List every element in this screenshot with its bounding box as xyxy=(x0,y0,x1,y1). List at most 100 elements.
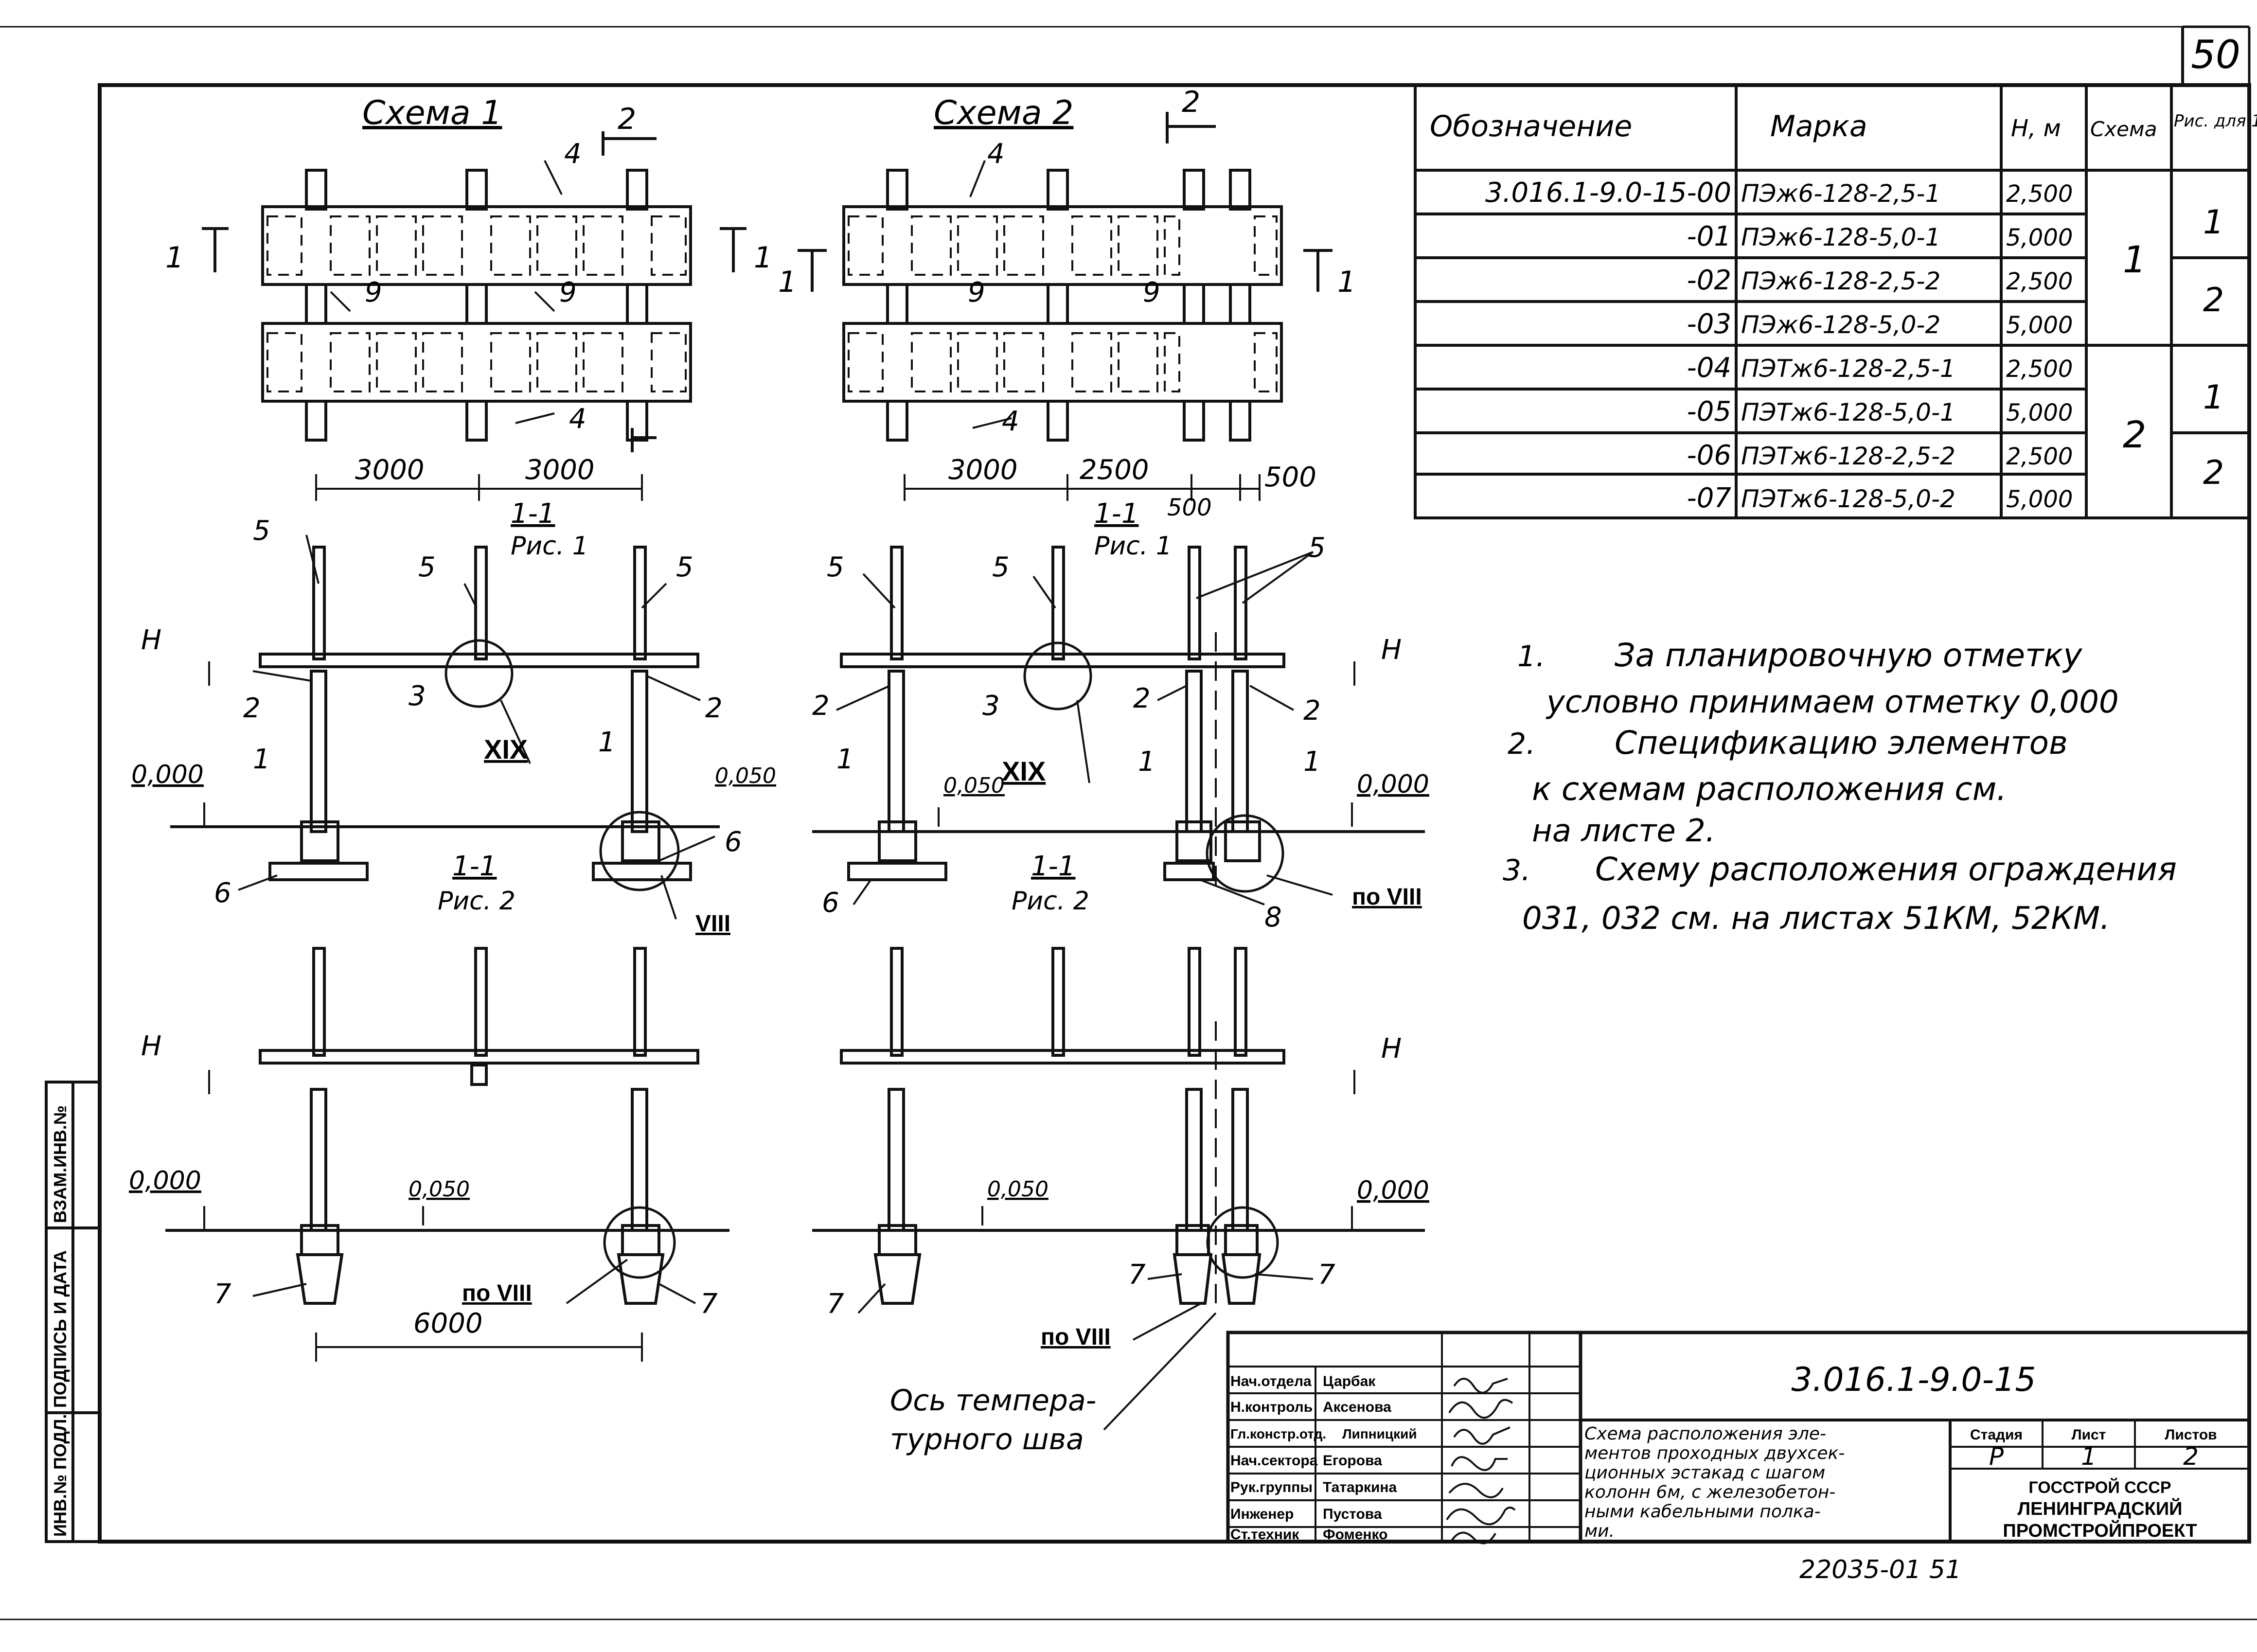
scheme-1-mark-1-left: 1 xyxy=(165,241,184,275)
sheet-value: 1 xyxy=(2081,1442,2097,1471)
note-1-num: 1. xyxy=(1517,639,1545,674)
role-3: Нач.сектора xyxy=(1230,1453,1318,1469)
role-6: Ст.техник xyxy=(1230,1527,1299,1543)
sec1-level-050: 0,050 xyxy=(715,764,776,788)
scheme-2-mark-1-right: 1 xyxy=(1337,265,1356,299)
signature-6 xyxy=(1451,1531,1496,1545)
sec1-title: 1-1 xyxy=(511,498,555,530)
note-2-num: 2. xyxy=(1508,727,1535,761)
sec2-label-2b: 2 xyxy=(1133,683,1151,714)
scheme-2-dim-3000: 3000 xyxy=(948,454,1018,486)
signature-2 xyxy=(1453,1426,1511,1445)
name-1: Аксенова xyxy=(1323,1399,1391,1415)
sec2-level-zero: 0,000 xyxy=(1357,770,1429,799)
spec-row-6-mark: ПЭТж6-128-2,5-2 xyxy=(1741,442,1955,470)
spec-row-0-mark: ПЭж6-128-2,5-1 xyxy=(1741,179,1940,208)
signature-5 xyxy=(1446,1507,1516,1526)
sec1-label-1b: 1 xyxy=(598,727,616,758)
title-doc-code: 3.016.1-9.0-15 xyxy=(1791,1361,2036,1399)
sec4-level-zero: 0,000 xyxy=(1357,1176,1429,1205)
note-3-line1: Схему расположения ограждения xyxy=(1595,851,2177,888)
side-stamp xyxy=(45,1081,101,1543)
spec-figure-group-1: 1 xyxy=(2203,203,2224,242)
name-5: Пустова xyxy=(1323,1506,1382,1522)
sec2-label-1a: 1 xyxy=(836,744,854,775)
scheme-1-title: Схема 1 xyxy=(362,94,502,132)
scheme-1-label-9-b: 9 xyxy=(559,277,577,308)
spec-row-7-designation: -07 xyxy=(1687,482,1732,514)
scheme-1-label-4-top: 4 xyxy=(564,138,582,170)
stamp-inv-podl: ИНВ.№ ПОДЛ. xyxy=(50,1414,70,1537)
spec-scheme-group-2: 2 xyxy=(2123,413,2146,456)
role-2: Гл.констр.отд. xyxy=(1230,1426,1326,1441)
scheme-2-dim-500-b: 500 xyxy=(1167,494,1212,521)
name-2: Липницкий xyxy=(1342,1426,1417,1441)
sec4-level-h: H xyxy=(1381,1033,1402,1065)
name-3: Егорова xyxy=(1323,1453,1382,1469)
scheme-1-label-4-bottom: 4 xyxy=(569,403,586,435)
sec2-label-5c: 5 xyxy=(1308,532,1326,564)
title-block-grid xyxy=(1226,1331,2251,1544)
scheme-2-label-9-b: 9 xyxy=(1143,277,1160,308)
sec4-label-7a: 7 xyxy=(827,1288,844,1320)
role-4: Рук.группы xyxy=(1230,1479,1313,1495)
note-2-line3: на листе 2. xyxy=(1532,813,1715,849)
spec-table-grid xyxy=(1414,84,2251,519)
sec2-label-6: 6 xyxy=(822,887,839,919)
spec-header-scheme: Схема xyxy=(2090,117,2157,141)
note-1-line2: условно принимаем отметку 0,000 xyxy=(1546,684,2119,720)
sec1-fig: Рис. 1 xyxy=(511,532,588,561)
sec4-fig: Рис. 2 xyxy=(1012,887,1089,916)
sec1-label-5b: 5 xyxy=(418,551,436,583)
spec-row-3-height: 5,000 xyxy=(2006,312,2073,339)
sec3-level-h: H xyxy=(141,1030,161,1062)
desc-line-4: ными кабельными полка- xyxy=(1584,1502,1821,1522)
sec1-node-viii: VIII xyxy=(695,911,730,937)
sec3-label-7a: 7 xyxy=(214,1279,231,1310)
name-0: Царбак xyxy=(1323,1373,1376,1389)
desc-line-5: ми. xyxy=(1584,1521,1615,1541)
spec-figure-group-2: 2 xyxy=(2203,281,2224,320)
section-1-fig1-scheme1 xyxy=(170,534,720,920)
sheet-label: Лист xyxy=(2072,1427,2106,1443)
notes: 1. За планировочную отметку условно прин… xyxy=(1503,637,2177,937)
sheets-value: 2 xyxy=(2183,1442,2199,1471)
spec-row-7-height: 5,000 xyxy=(2006,486,2073,513)
spec-row-4-height: 2,500 xyxy=(2006,355,2073,383)
sec4-level-050: 0,050 xyxy=(987,1177,1049,1202)
sec2-label-5b: 5 xyxy=(992,551,1010,583)
sec1-label-5a: 5 xyxy=(253,515,270,547)
scheme-2-plan xyxy=(798,112,1333,501)
spec-table-rows: 3.016.1-9.0-15-00 ПЭж6-128-2,5-1 2,500 -… xyxy=(1485,177,2224,514)
org-line-1: ГОССТРОЙ СССР xyxy=(2028,1478,2171,1497)
signature-0 xyxy=(1453,1378,1508,1394)
spec-header-mark: Марка xyxy=(1770,109,1867,143)
note-1-line1: За планировочную отметку xyxy=(1615,637,2082,674)
sec3-level-zero: 0,000 xyxy=(129,1166,201,1195)
spec-row-2-mark: ПЭж6-128-2,5-2 xyxy=(1741,267,1940,295)
scheme-2-label-4-top: 4 xyxy=(987,138,1005,170)
spec-row-7-mark: ПЭТж6-128-5,0-2 xyxy=(1741,485,1955,513)
role-0: Нач.отдела xyxy=(1230,1373,1312,1389)
spec-row-3-designation: -03 xyxy=(1687,308,1731,340)
frame xyxy=(0,25,2257,1620)
spec-row-2-height: 2,500 xyxy=(2006,268,2073,295)
stage-label: Стадия xyxy=(1970,1427,2023,1443)
spec-row-5-height: 5,000 xyxy=(2006,399,2073,426)
spec-figure-group-3: 1 xyxy=(2203,378,2224,417)
spec-row-6-height: 2,500 xyxy=(2006,443,2073,470)
scheme-1-dim-3000-b: 3000 xyxy=(525,454,595,486)
sec1-label-6b: 6 xyxy=(725,826,742,858)
spec-row-3-mark: ПЭж6-128-5,0-2 xyxy=(1741,311,1940,339)
scheme-1-label-9-a: 9 xyxy=(365,277,382,308)
spec-figure-group-4: 2 xyxy=(2203,454,2224,492)
role-1: Н.контроль xyxy=(1230,1399,1313,1415)
spec-row-0-designation: 3.016.1-9.0-15-00 xyxy=(1485,177,1731,209)
section-1-fig1-scheme2 xyxy=(812,546,1425,906)
section-1-fig2-scheme2 xyxy=(812,947,1425,1431)
sec4-title: 1-1 xyxy=(1031,851,1075,882)
sec1-label-3: 3 xyxy=(409,680,426,712)
spec-header-designation: Обозначение xyxy=(1430,109,1632,143)
sec2-label-1b: 1 xyxy=(1138,746,1155,778)
